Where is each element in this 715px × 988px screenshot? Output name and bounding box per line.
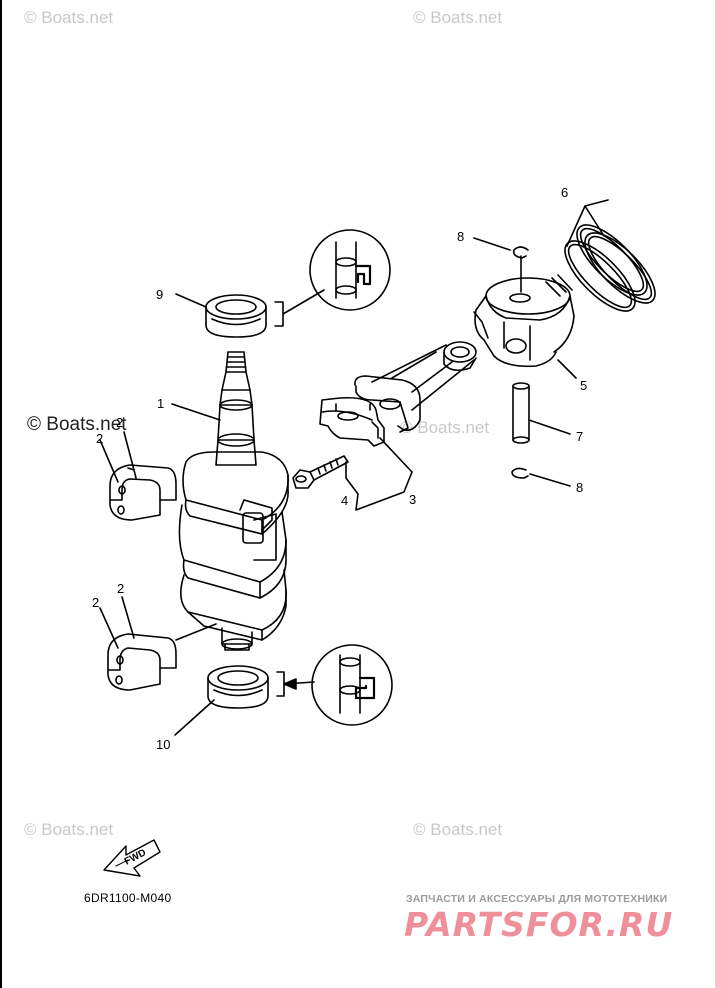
callout-piston-pin: 7: [576, 429, 584, 444]
leader-circlip-lower: [529, 473, 571, 487]
callout-bearing-b-right: 2: [117, 581, 125, 596]
callout-bearing-b-left: 2: [92, 595, 100, 610]
leader-piston: [557, 359, 577, 379]
shop-logo[interactable]: PARTSFOR.RU: [404, 905, 674, 944]
callout-connecting-rod: 3: [409, 492, 417, 507]
callout-circlip-upper: 8: [457, 229, 465, 244]
callout-piston: 5: [580, 378, 588, 393]
leader-bearing-b-right: [121, 596, 135, 639]
callout-upper-oil-seal: 9: [156, 287, 164, 302]
detail-upper-seal: [309, 229, 391, 311]
watermark-bottom-right: © Boats.net: [413, 820, 503, 839]
upper-oil-seal[interactable]: [205, 294, 267, 338]
leader-circlip-upper: [473, 237, 511, 251]
leader-piston-pin: [528, 419, 571, 435]
lower-oil-seal[interactable]: [207, 665, 269, 709]
callout-piston-rings: 6: [561, 185, 569, 200]
leader-rod-group: [345, 461, 413, 511]
callout-bearing-a-right: 2: [116, 415, 124, 430]
leader-crankshaft: [171, 403, 221, 421]
leader-piston-rings: [566, 199, 609, 247]
circlip-upper[interactable]: [512, 246, 529, 259]
main-bearing-lower[interactable]: [107, 633, 177, 691]
piston-rings[interactable]: [555, 215, 666, 322]
leader-bearing-b-left: [99, 607, 119, 649]
left-border: [0, 0, 2, 988]
leader-lower-oil-seal: [174, 699, 215, 736]
watermark-bottom-left: © Boats.net: [24, 820, 114, 839]
shop-tagline: ЗАПЧАСТИ И АКСЕССУАРЫ ДЛЯ МОТОТЕХНИКИ: [406, 893, 668, 905]
bracket-upper-seal: [274, 289, 325, 327]
watermark-top-left: © Boats.net: [24, 8, 114, 27]
rod-bolt[interactable]: [292, 455, 349, 489]
leader-upper-oil-seal: [175, 293, 207, 308]
fwd-arrow-icon: [103, 839, 161, 877]
connecting-rod[interactable]: [319, 341, 477, 447]
arrowhead-lower-seal: [283, 678, 297, 690]
diagram-code: 6DR1100-M040: [84, 891, 172, 905]
callout-lower-oil-seal: 10: [156, 737, 171, 752]
main-bearing-upper[interactable]: [109, 464, 177, 521]
detail-lower-seal: [311, 644, 393, 726]
leader-connecting-rod: [379, 437, 413, 473]
watermark-top-right: © Boats.net: [413, 8, 503, 27]
callout-bearing-a-left: 2: [96, 431, 104, 446]
circlip-lower[interactable]: [511, 467, 529, 479]
leader-bearing-a-left: [99, 439, 119, 483]
leader-bearing-to-shaft: [175, 623, 217, 641]
piston-pin[interactable]: [512, 382, 530, 444]
callout-rod-bolt: 4: [341, 493, 349, 508]
callout-circlip-lower: 8: [576, 480, 584, 495]
watermark-middle-left: © Boats.net: [27, 414, 127, 435]
crankshaft[interactable]: [178, 351, 289, 651]
piston[interactable]: [473, 274, 575, 368]
callout-crankshaft: 1: [157, 396, 165, 411]
bracket-lower-seal: [276, 671, 285, 697]
leader-bearing-a-right: [123, 431, 135, 471]
watermark-middle-right: © Boats.net: [400, 418, 490, 437]
